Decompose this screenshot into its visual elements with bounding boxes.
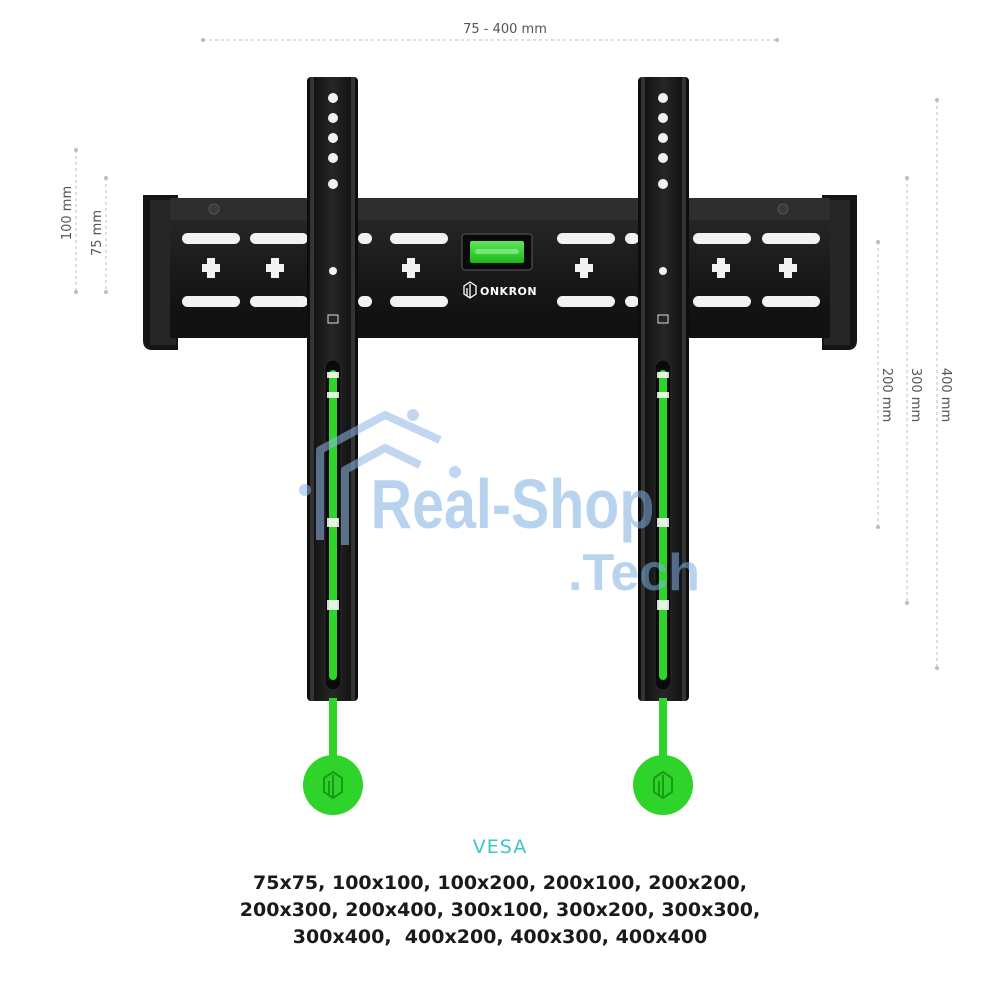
brand-name: ONKRON [480,285,537,298]
dimension-label-left-outer: 100 mm [60,186,75,240]
vesa-sizes-line: 300x400, 400x200, 400x300, 400x400 [292,926,708,948]
watermark-text-line1: Real-Shop [371,465,655,544]
dimension-label-top: 75 - 400 mm [463,22,547,37]
onkron-logo-icon [463,281,477,299]
watermark-text-line2: .Tech [568,544,700,602]
brand-logo: ONKRON [463,281,537,299]
vesa-sizes: 75x75, 100x100, 100x200, 200x100, 200x20… [0,870,1000,951]
safety-tag-logo-icon-left [323,770,343,800]
dimension-label-right-200: 200 mm [879,368,894,422]
dimension-label-right-300: 300 mm [908,368,923,422]
keyhole-holes [202,258,797,278]
bubble-level [461,233,533,271]
wall-plate: ONKRON [143,195,857,350]
dimension-label-left-inner: 75 mm [90,210,105,256]
vesa-sizes-line: 75x75, 100x100, 100x200, 200x100, 200x20… [253,872,747,894]
dimension-label-right-400: 400 mm [938,368,953,422]
watermark: Real-Shop .Tech [299,409,700,602]
dimension-lines [74,38,939,670]
vesa-title: VESA [472,836,528,858]
safety-tag-logo-icon-right [653,770,673,800]
right-vertical-arm [633,77,693,815]
watermark-house-icon [299,409,461,545]
vesa-sizes-line: 200x300, 200x400, 300x100, 300x200, 300x… [239,899,761,921]
